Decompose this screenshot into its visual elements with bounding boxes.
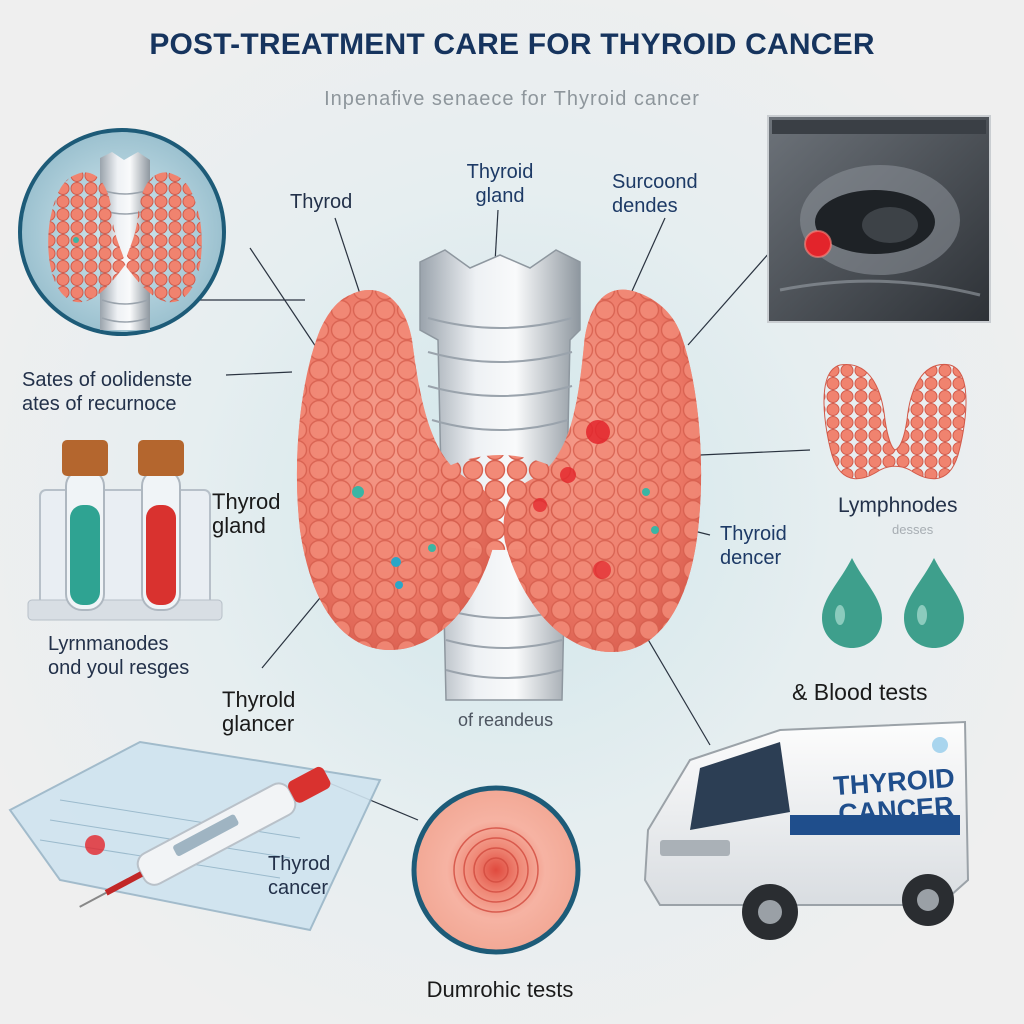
label-thyroid-cancer-bottom-left: Thyrod cancer	[268, 852, 330, 900]
label-thyroid-gland-top: Thyroid gland	[440, 160, 560, 208]
tissue-close-up-circle	[411, 785, 581, 955]
label-line: cancer	[268, 877, 329, 899]
label-thyroid-cancer-right: Thyroid dencer	[720, 522, 787, 570]
label-line: ates of recurnoce	[22, 393, 177, 415]
syringe-and-document	[8, 740, 382, 932]
fluid-droplets	[822, 558, 964, 648]
thyroid-small-illustration	[823, 364, 967, 480]
label-line: Thyrod	[212, 489, 281, 514]
label-line: Lyrnmanodes	[48, 633, 169, 655]
label-center-bottom: of reandeus	[458, 710, 554, 730]
label-line: Sates of oolidenste	[22, 369, 193, 391]
label-thyroid-cancer-left: Thyrold glancer	[222, 688, 295, 736]
label-line: Thyrod	[268, 853, 331, 875]
label-line: dencer	[720, 547, 782, 569]
label-line: gland	[475, 185, 525, 207]
van-lettering: THYROID CANCER	[828, 763, 962, 829]
label-diagnostic-tests: Dumrohic tests	[426, 977, 574, 1002]
label-blood-tests: & Blood tests	[792, 679, 928, 705]
thyroid-inset-circle	[18, 128, 226, 336]
page-title: POST-TREATMENT CARE FOR THYROID CANCER	[149, 28, 875, 61]
label-line: glancer	[222, 711, 295, 736]
ultrasound-panel	[767, 115, 991, 323]
label-surrounding-top-right: Surcoond dendes	[612, 170, 698, 218]
label-rates-recurrence: Sates of oolidenste ates of recurnoce	[22, 368, 242, 416]
label-line: Thyrold	[222, 687, 296, 712]
label-thyroid-gland-left: Thyrod gland	[212, 490, 280, 538]
label-lymph-nodes-right: Lymphnodes	[838, 494, 958, 517]
blood-test-tubes	[27, 440, 223, 621]
label-line: Thyroid	[466, 161, 534, 183]
mobile-clinic-van	[643, 720, 970, 940]
label-line: gland	[212, 513, 266, 538]
label-lymph-nodes-faded: desses	[892, 522, 934, 537]
label-lymph-nodes-left: Lyrnmanodes ond youl resges	[48, 632, 248, 680]
thyroid-main-illustration	[296, 249, 702, 701]
label-line: ond youl resges	[48, 657, 190, 679]
label-line: Surcoond	[612, 171, 698, 193]
page-subtitle: Inpenaﬁve senaece for Thyroid cancer	[324, 88, 700, 110]
label-thyroid-top-left: Thyrod	[290, 191, 353, 213]
label-line: Thyroid	[720, 523, 787, 545]
label-line: dendes	[612, 195, 678, 217]
